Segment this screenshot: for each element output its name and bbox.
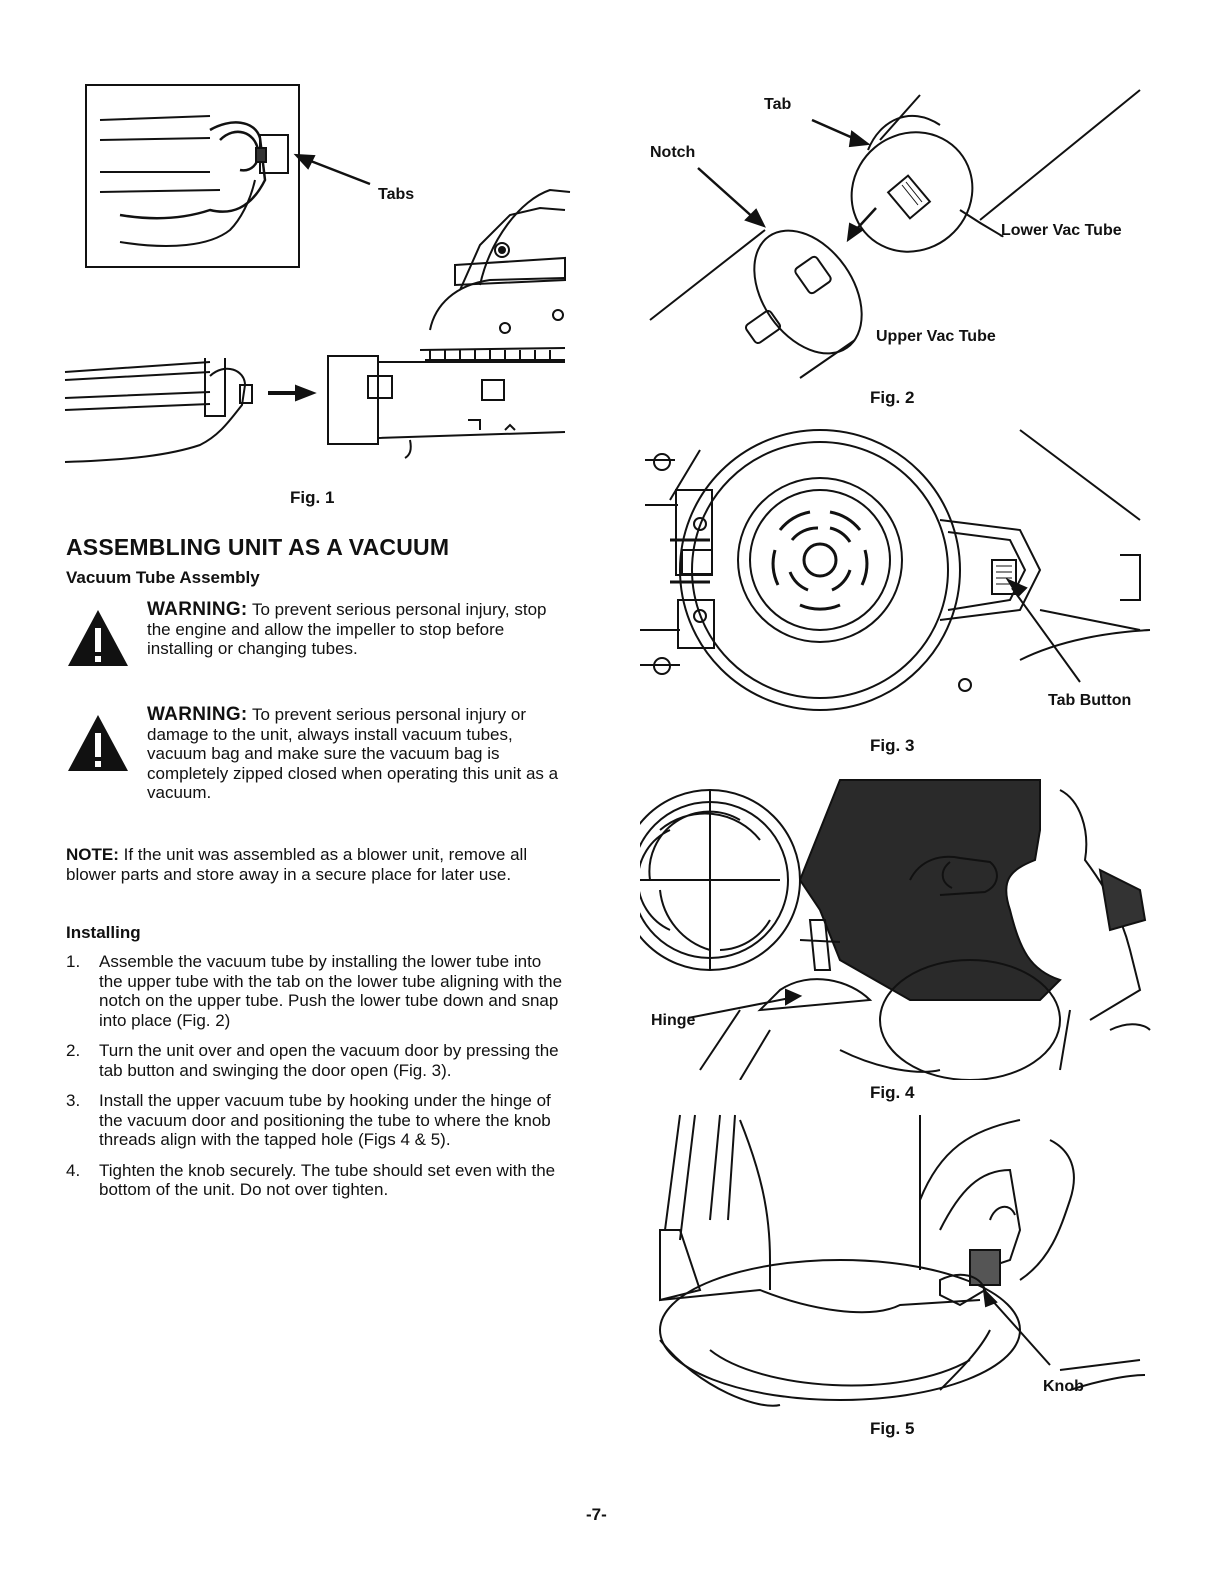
fig2-caption: Fig. 2 <box>870 388 915 407</box>
tab-button-label: Tab Button <box>1048 692 1132 709</box>
step-number: 1. <box>66 952 81 971</box>
step-item: 4. Tighten the knob securely. The tube sh… <box>66 1161 566 1200</box>
figure-4 <box>640 770 1160 1080</box>
figure-1 <box>60 80 580 480</box>
fig1-caption: Fig. 1 <box>290 488 335 507</box>
warning-2: WARNING: To prevent serious personal inj… <box>66 705 566 815</box>
note-paragraph: NOTE: If the unit was assembled as a blo… <box>66 845 566 884</box>
step-text: Tighten the knob securely. The tube shou… <box>99 1160 556 1200</box>
section-title: ASSEMBLING UNIT AS A VACUUM <box>66 534 450 560</box>
warning-1-text: WARNING: To prevent serious personal inj… <box>147 600 572 659</box>
warning-2-body: To prevent serious personal injury or da… <box>147 705 559 802</box>
installing-heading: Installing <box>66 923 141 942</box>
step-text: Assemble the vacuum tube by installing t… <box>99 952 563 1030</box>
installing-steps: 1. Assemble the vacuum tube by installing… <box>66 952 566 1211</box>
figure-4-illustration <box>640 779 1151 1080</box>
notch-label: Notch <box>650 144 696 161</box>
note-body: If the unit was assembled as a blower un… <box>66 845 528 884</box>
step-number: 4. <box>66 1160 81 1180</box>
step-number: 2. <box>66 1041 81 1060</box>
hinge-label: Hinge <box>651 1012 696 1029</box>
step-item: 3. Install the upper vacuum tube by hooki… <box>66 1091 566 1150</box>
warning-triangle-icon <box>68 610 128 666</box>
figure-3 <box>640 420 1160 720</box>
fig3-caption: Fig. 3 <box>870 736 915 755</box>
note-label: NOTE: <box>66 845 119 864</box>
step-text: Turn the unit over and open the vacuum d… <box>99 1041 559 1080</box>
lower-vac-tube-label: Lower Vac Tube <box>1001 222 1122 239</box>
fig4-caption: Fig. 4 <box>870 1083 915 1102</box>
warning-1-label: WARNING: <box>147 599 248 620</box>
upper-vac-tube-label: Upper Vac Tube <box>876 328 996 345</box>
knob-label: Knob <box>1043 1378 1084 1395</box>
figure-2 <box>640 80 1160 380</box>
warning-1-body: To prevent serious personal injury, stop… <box>147 600 547 658</box>
warning-triangle-icon <box>68 715 128 771</box>
step-number: 3. <box>66 1091 81 1110</box>
step-text: Install the upper vacuum tube by hooking… <box>99 1091 551 1149</box>
fig5-caption: Fig. 5 <box>870 1419 915 1438</box>
warning-2-text: WARNING: To prevent serious personal inj… <box>147 705 572 803</box>
tab-label: Tab <box>764 96 792 113</box>
figure-5 <box>640 1110 1160 1410</box>
warning-1: WARNING: To prevent serious personal inj… <box>66 600 566 670</box>
tabs-label: Tabs <box>378 186 415 203</box>
step-item: 1. Assemble the vacuum tube by installing… <box>66 952 566 1030</box>
figure-2-illustration <box>649 89 1141 379</box>
figure-5-illustration <box>659 1114 1146 1407</box>
section-subtitle: Vacuum Tube Assembly <box>66 568 260 587</box>
figure-1-illustration <box>64 84 571 463</box>
figure-3-illustration <box>640 429 1151 711</box>
step-item: 2. Turn the unit over and open the vacuum… <box>66 1041 566 1080</box>
warning-2-label: WARNING: <box>147 704 248 725</box>
page-number: -7- <box>586 1505 607 1524</box>
